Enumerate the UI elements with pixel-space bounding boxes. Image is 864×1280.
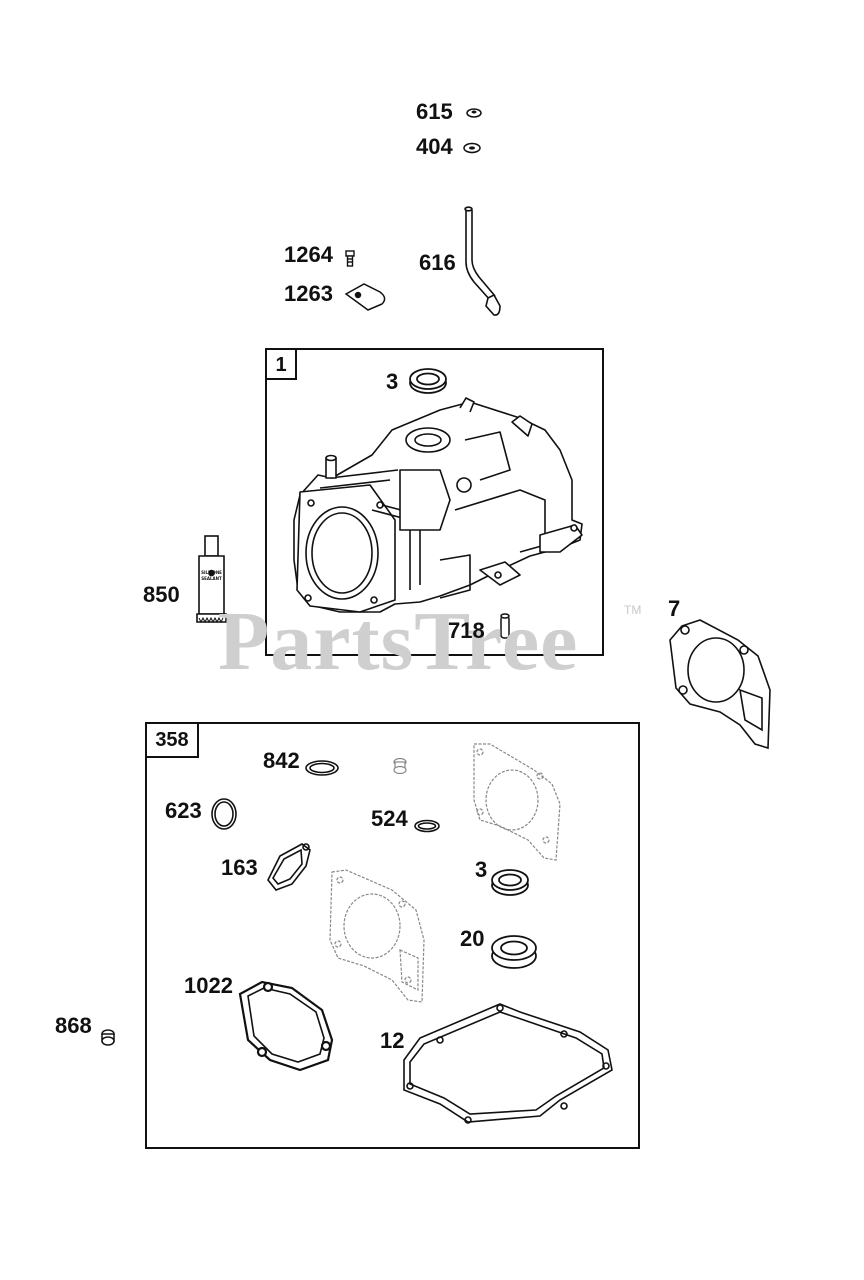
part-623-oring[interactable]	[211, 798, 237, 830]
tube-text-2: SEALANT	[201, 576, 222, 581]
label-1022[interactable]: 1022	[184, 973, 233, 998]
cylinder-group-box	[265, 348, 604, 656]
part-842-oring[interactable]	[305, 760, 339, 776]
label-623[interactable]: 623	[165, 798, 202, 823]
tube-text-1: SILICONE	[201, 570, 222, 575]
part-head-gasket-grey-upper	[473, 743, 561, 861]
gasket-set-box	[145, 722, 640, 1149]
part-fitting	[393, 757, 407, 775]
part-718-dowel-pin[interactable]	[500, 613, 510, 639]
part-868-plug[interactable]	[101, 1029, 115, 1046]
label-20[interactable]: 20	[460, 926, 485, 951]
part-3-seal[interactable]	[409, 368, 447, 394]
label-1263[interactable]: 1263	[284, 281, 333, 306]
label-616[interactable]: 616	[419, 250, 456, 275]
label-842[interactable]: 842	[263, 748, 300, 773]
cylinder-group-tag	[265, 348, 297, 380]
part-12-crankcase-gasket[interactable]	[403, 1003, 613, 1124]
part-head-gasket-grey-center	[329, 869, 425, 1003]
label-404[interactable]: 404	[416, 134, 453, 159]
part-7-head-gasket[interactable]	[669, 619, 771, 750]
watermark-trademark: TM	[624, 603, 642, 617]
label-850[interactable]: 850	[143, 582, 180, 607]
label-163[interactable]: 163	[221, 855, 258, 880]
part-1-cylinder-block[interactable]	[293, 397, 583, 613]
label-12[interactable]: 12	[380, 1028, 405, 1053]
part-616-dipstick[interactable]	[464, 206, 501, 316]
part-20-seal[interactable]	[491, 935, 537, 969]
part-850-sealant-tube[interactable]	[196, 535, 227, 624]
label-718[interactable]: 718	[448, 618, 485, 643]
part-524-oring[interactable]	[414, 819, 440, 833]
part-163-gasket[interactable]	[267, 843, 311, 891]
watermark: PartsTree	[218, 595, 579, 688]
part-3-seal-set[interactable]	[491, 869, 529, 896]
label-7[interactable]: 7	[668, 596, 681, 621]
label-524[interactable]: 524	[371, 806, 408, 831]
label-868[interactable]: 868	[55, 1013, 92, 1038]
part-404-washer[interactable]	[463, 142, 481, 154]
part-1022-gasket[interactable]	[238, 980, 334, 1072]
part-1264-screw[interactable]	[345, 250, 355, 267]
part-615-nut[interactable]	[466, 108, 482, 118]
group-label-1: 1	[275, 354, 287, 376]
label-3-top[interactable]: 3	[386, 369, 399, 394]
gasket-set-tag	[145, 722, 199, 758]
part-1263-bracket[interactable]	[344, 283, 386, 311]
label-615[interactable]: 615	[416, 99, 453, 124]
label-1264[interactable]: 1264	[284, 242, 333, 267]
group-label-358: 358	[155, 729, 189, 751]
label-3-set[interactable]: 3	[475, 857, 488, 882]
